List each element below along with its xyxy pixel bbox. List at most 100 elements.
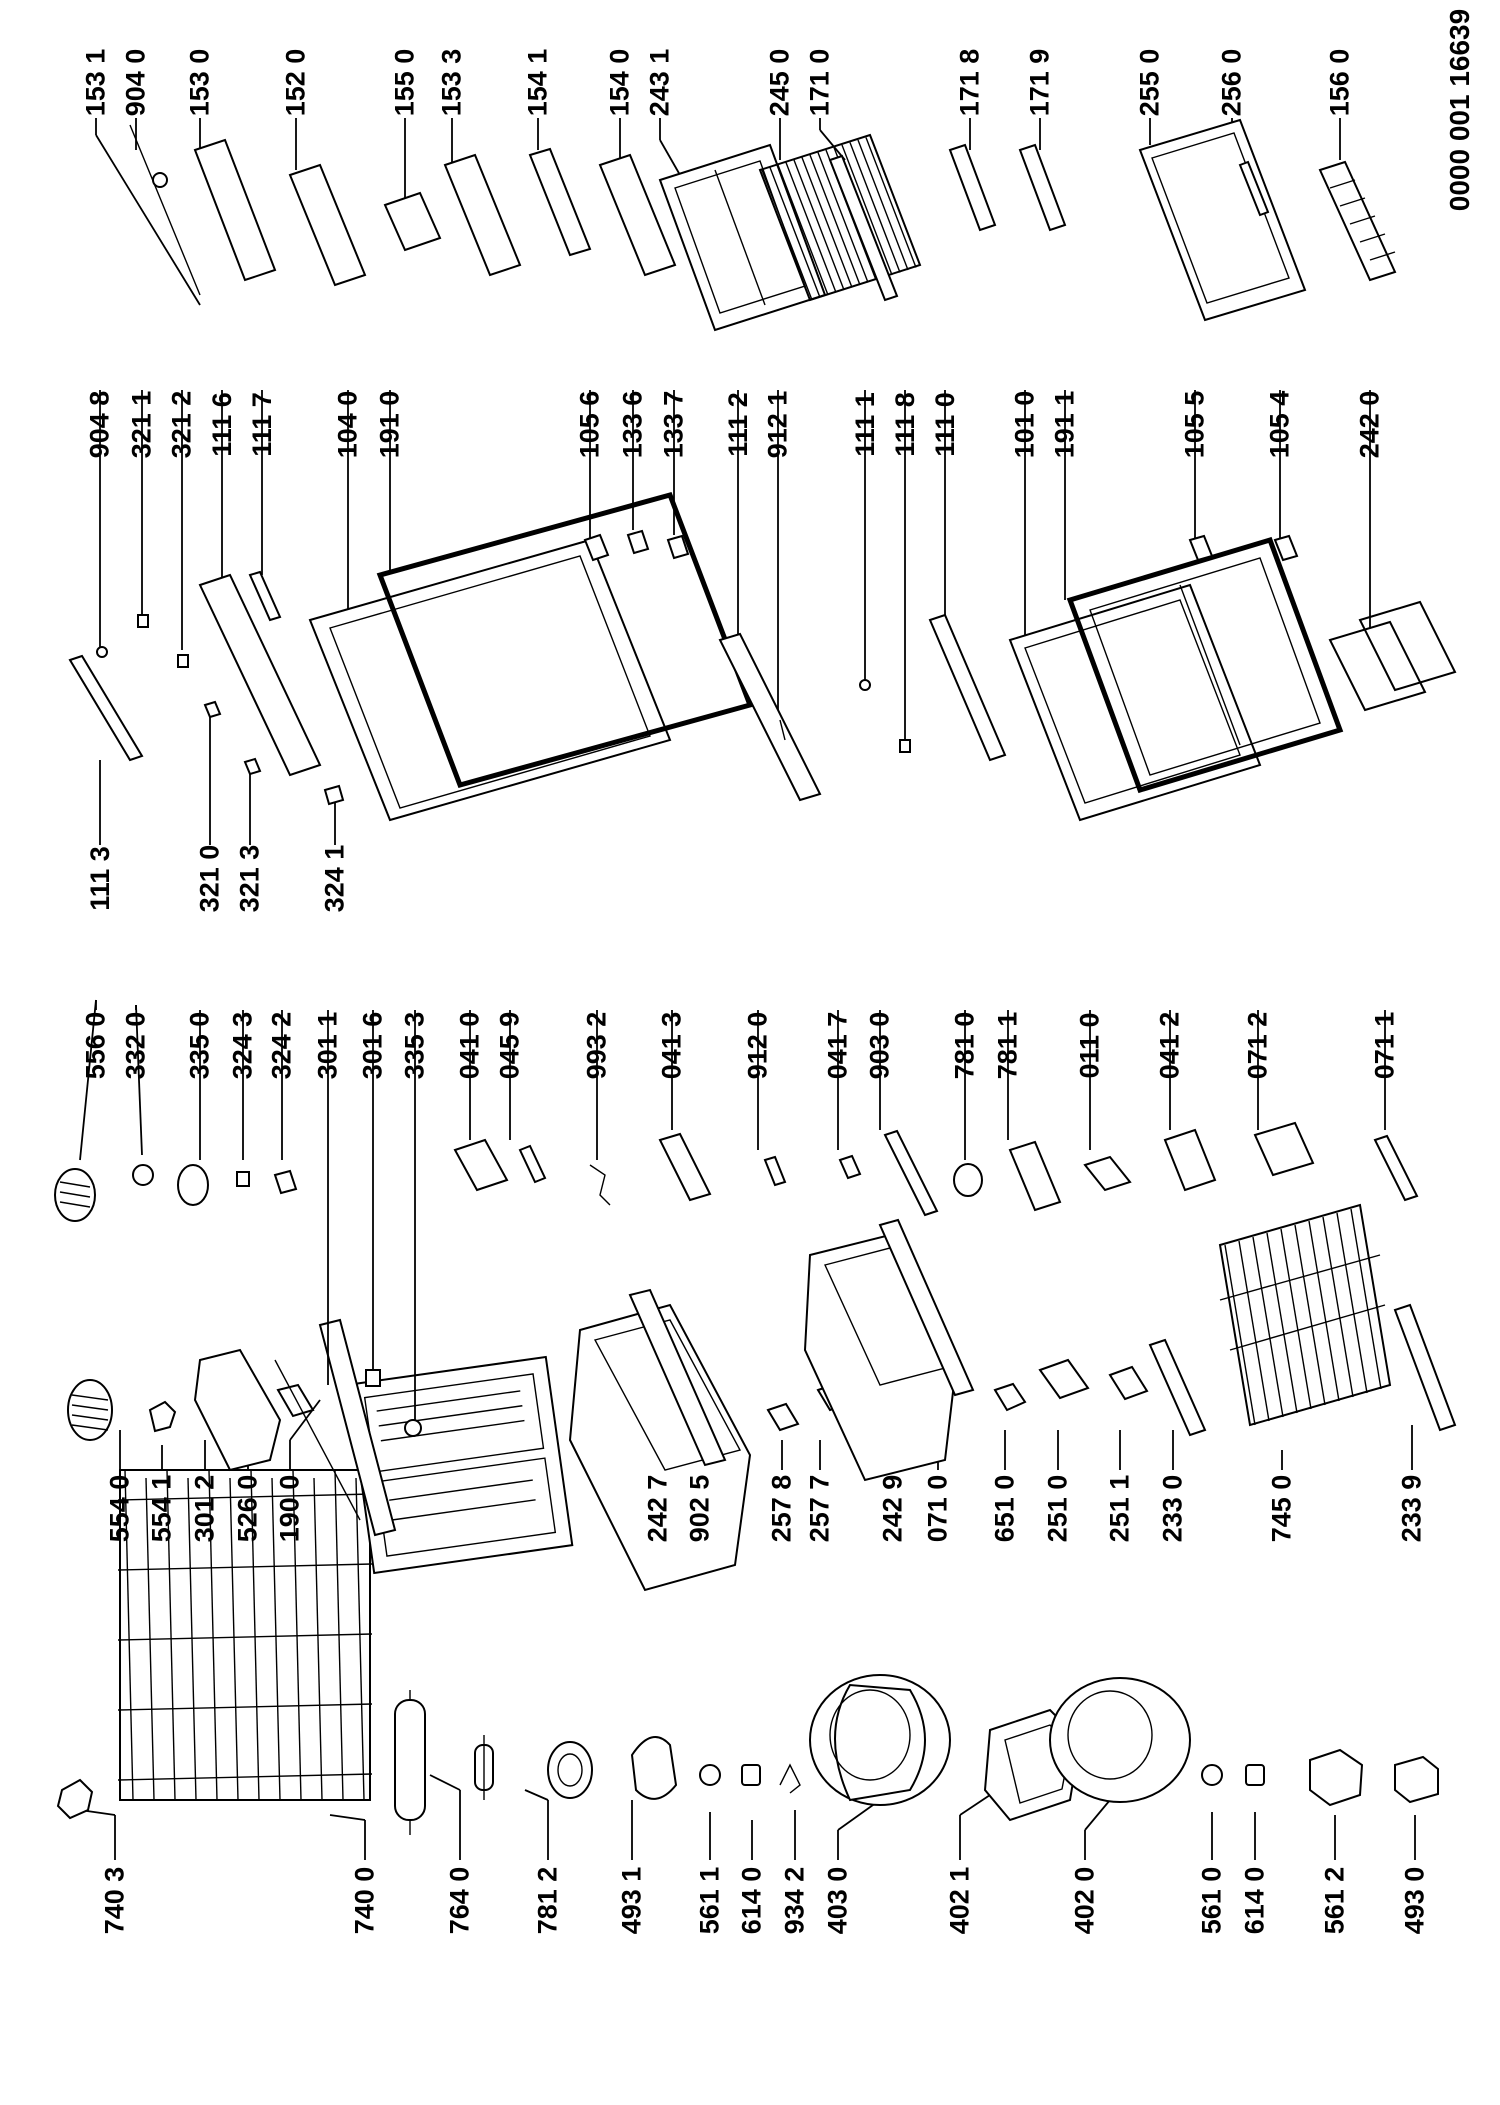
part-label: 321 0 bbox=[194, 844, 225, 912]
part-label: 191 1 bbox=[1049, 390, 1080, 458]
part-561-0 bbox=[1201, 1764, 1223, 1786]
part-171-0-strip bbox=[828, 154, 899, 302]
part-label: 301 2 bbox=[189, 1474, 220, 1542]
part-label: 614 0 bbox=[1239, 1866, 1270, 1934]
part-label: 245 0 bbox=[764, 48, 795, 116]
part-label: 105 4 bbox=[1264, 390, 1295, 458]
part-233-0-rail bbox=[1148, 1338, 1207, 1437]
part-cabinet-body bbox=[346, 1355, 574, 1575]
part-label: 301 1 bbox=[312, 1011, 343, 1079]
part-label: 111 7 bbox=[246, 391, 277, 457]
part-label: 101 0 bbox=[1009, 390, 1040, 458]
part-label: 402 1 bbox=[944, 1866, 975, 1934]
drawing-reference-number: 0000 001 16639 bbox=[1444, 8, 1476, 212]
part-561-1 bbox=[699, 1764, 721, 1786]
part-554-1 bbox=[148, 1400, 177, 1433]
part-105-6 bbox=[583, 533, 610, 562]
part-label: 071 2 bbox=[1242, 1011, 1273, 1079]
part-171-9-clip bbox=[1018, 143, 1067, 232]
part-903-0-rod bbox=[883, 1129, 939, 1217]
part-label: 912 0 bbox=[742, 1011, 773, 1079]
part-label: 243 1 bbox=[644, 48, 675, 116]
part-245-0-grille-shelf bbox=[758, 133, 922, 302]
part-label: 740 3 bbox=[99, 1866, 130, 1934]
part-label: 301 6 bbox=[357, 1011, 388, 1079]
part-label: 153 0 bbox=[184, 48, 215, 116]
part-233-9-rail bbox=[1393, 1303, 1457, 1432]
part-label: 402 0 bbox=[1069, 1866, 1100, 1934]
part-label: 233 9 bbox=[1396, 1474, 1427, 1542]
part-label: 191 0 bbox=[374, 390, 405, 458]
part-071-1-strip bbox=[1373, 1134, 1419, 1202]
part-label: 111 1 bbox=[849, 391, 880, 457]
part-561-2-starter bbox=[1309, 1748, 1364, 1807]
part-label: 781 2 bbox=[532, 1866, 563, 1934]
part-label: 111 6 bbox=[206, 391, 237, 457]
part-251-0-card bbox=[1038, 1358, 1090, 1400]
part-label: 324 3 bbox=[227, 1011, 258, 1079]
part-label: 242 7 bbox=[642, 1474, 673, 1542]
part-label: 045 9 bbox=[494, 1011, 525, 1079]
part-label: 133 7 bbox=[658, 390, 689, 458]
part-242-0-box bbox=[1328, 600, 1457, 712]
part-242-9-drawer bbox=[803, 1233, 957, 1482]
part-324-1 bbox=[323, 784, 345, 806]
part-label: 041 0 bbox=[454, 1011, 485, 1079]
part-label: 526 0 bbox=[232, 1474, 263, 1542]
part-label: 904 8 bbox=[84, 390, 115, 458]
part-041-0-hinge bbox=[453, 1138, 509, 1192]
part-label: 904 0 bbox=[120, 48, 151, 116]
part-257-8 bbox=[766, 1402, 800, 1432]
part-label: 071 1 bbox=[1369, 1011, 1400, 1079]
part-740-0-condenser bbox=[117, 1469, 373, 1801]
part-904-8 bbox=[96, 646, 108, 658]
part-111-1 bbox=[859, 679, 871, 691]
part-191-1-gasket bbox=[1066, 536, 1344, 794]
part-label: 554 1 bbox=[146, 1474, 177, 1542]
part-111-2-handle bbox=[718, 632, 822, 802]
part-133-6 bbox=[626, 529, 650, 555]
part-904-0 bbox=[152, 172, 168, 188]
part-label: 324 2 bbox=[266, 1011, 297, 1079]
part-label: 561 1 bbox=[694, 1866, 725, 1934]
part-label: 403 0 bbox=[822, 1866, 853, 1934]
part-242-7-drawer bbox=[568, 1303, 752, 1592]
part-191-0-gasket bbox=[376, 491, 754, 789]
part-label: 934 2 bbox=[779, 1866, 810, 1934]
part-301-2-panel bbox=[193, 1348, 282, 1472]
part-label: 651 0 bbox=[989, 1474, 1020, 1542]
part-label: 233 0 bbox=[1157, 1474, 1188, 1542]
part-label: 740 0 bbox=[349, 1866, 380, 1934]
part-614-0-b bbox=[1245, 1764, 1265, 1786]
part-934-2-wire bbox=[779, 1763, 801, 1794]
part-label: 745 0 bbox=[1266, 1474, 1297, 1542]
part-256-0-trim bbox=[1238, 160, 1270, 217]
part-781-0 bbox=[953, 1163, 983, 1197]
part-label: 041 2 bbox=[1154, 1011, 1185, 1079]
part-label: 257 7 bbox=[804, 1474, 835, 1542]
part-label: 781 0 bbox=[949, 1011, 980, 1079]
part-493-1-cover bbox=[630, 1736, 678, 1800]
part-label: 332 0 bbox=[120, 1011, 151, 1079]
part-label: 561 0 bbox=[1196, 1866, 1227, 1934]
part-label: 071 0 bbox=[922, 1474, 953, 1542]
part-label: 493 0 bbox=[1399, 1866, 1430, 1934]
part-label: 171 9 bbox=[1024, 48, 1055, 116]
part-403-0-compressor bbox=[809, 1674, 951, 1806]
part-label: 255 0 bbox=[1134, 48, 1165, 116]
part-label: 111 2 bbox=[722, 391, 753, 457]
part-label: 153 1 bbox=[80, 48, 111, 116]
part-label: 104 0 bbox=[332, 390, 363, 458]
part-label: 554 0 bbox=[104, 1474, 135, 1542]
part-335-0-knob bbox=[177, 1164, 209, 1206]
part-301-1-strip bbox=[318, 1318, 397, 1537]
part-label: 041 7 bbox=[822, 1011, 853, 1079]
part-912-0 bbox=[763, 1155, 787, 1187]
part-745-0-evaporator bbox=[1218, 1203, 1392, 1427]
part-243-1-frame bbox=[658, 143, 827, 332]
part-321-2 bbox=[177, 654, 189, 668]
part-label: 011 0 bbox=[1074, 1011, 1105, 1079]
part-152-0-shelf bbox=[288, 163, 367, 287]
part-153-3-shelf bbox=[443, 153, 522, 277]
